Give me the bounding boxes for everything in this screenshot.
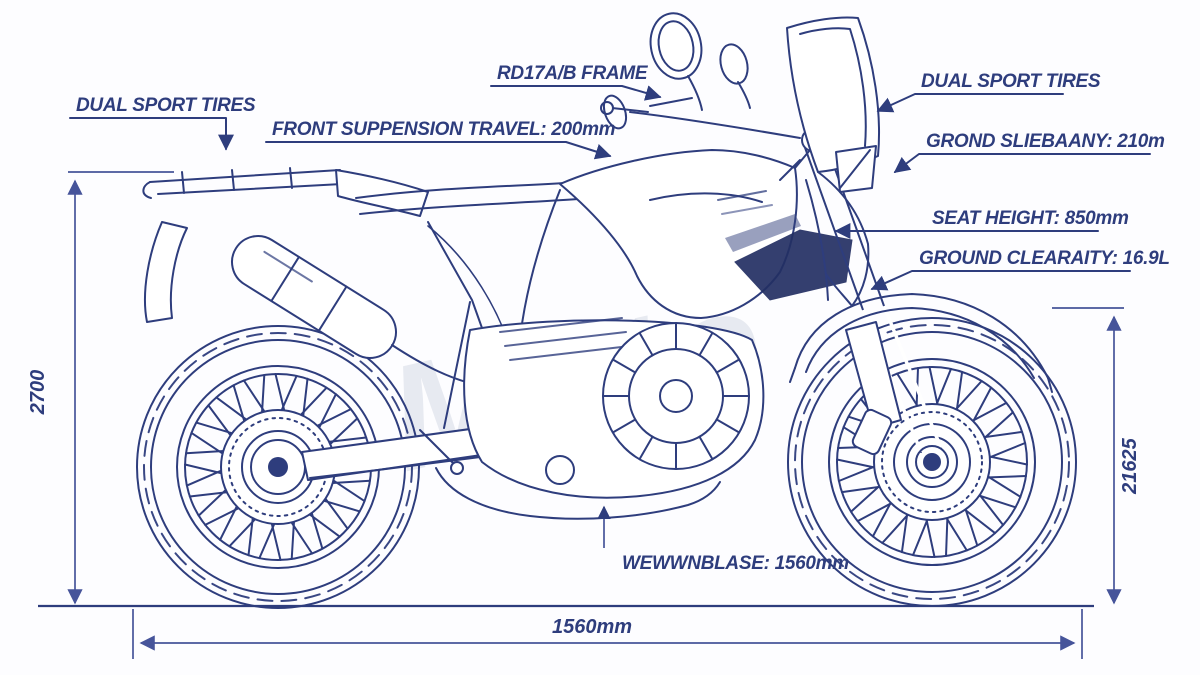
callout-ground-clearance: GROUND CLEARAITY: 16.9L [919,248,1170,269]
callout-ground-clearance-front: GROND SLIEBAANY: 210m [926,131,1165,152]
callout-frame: RD17A/B FRAME [497,63,649,84]
skid-plate [435,467,721,520]
dimension-lines [38,171,1124,659]
handlebar [600,94,801,139]
value-overall-height: 2700 [27,370,49,416]
value-front-height: 21625 [1119,437,1141,494]
leader-lines [69,85,1151,291]
rear-wheel [136,325,420,609]
exhaust-muffler [231,235,397,359]
callout-front-suspension-travel: FRONT SUPPENSION TRAVEL: 200mm [272,119,616,140]
front-fairing [779,145,877,307]
value-overall-length: 1560mm [552,616,632,638]
callout-front-tires: DUAL SPORT TIRES [921,71,1101,92]
motorcycle-drawing [136,12,1077,609]
callout-wheelbase: WEWWNBLASE: 1560mm [622,553,849,574]
dimension-values: 2700 21625 1560mm [27,370,1141,638]
callout-rear-tires: DUAL SPORT TIRES [76,95,256,116]
callout-seat-height: SEAT HEIGHT: 850mm [932,208,1129,229]
front-fender [789,293,1053,393]
callout-labels: DUAL SPORT TIRES FRONT SUPPENSION TRAVEL… [76,63,1170,574]
rear-fender [144,221,188,323]
windscreen [786,16,881,173]
rear-rack [142,167,429,217]
engine [435,317,765,520]
mirrors [649,12,751,111]
